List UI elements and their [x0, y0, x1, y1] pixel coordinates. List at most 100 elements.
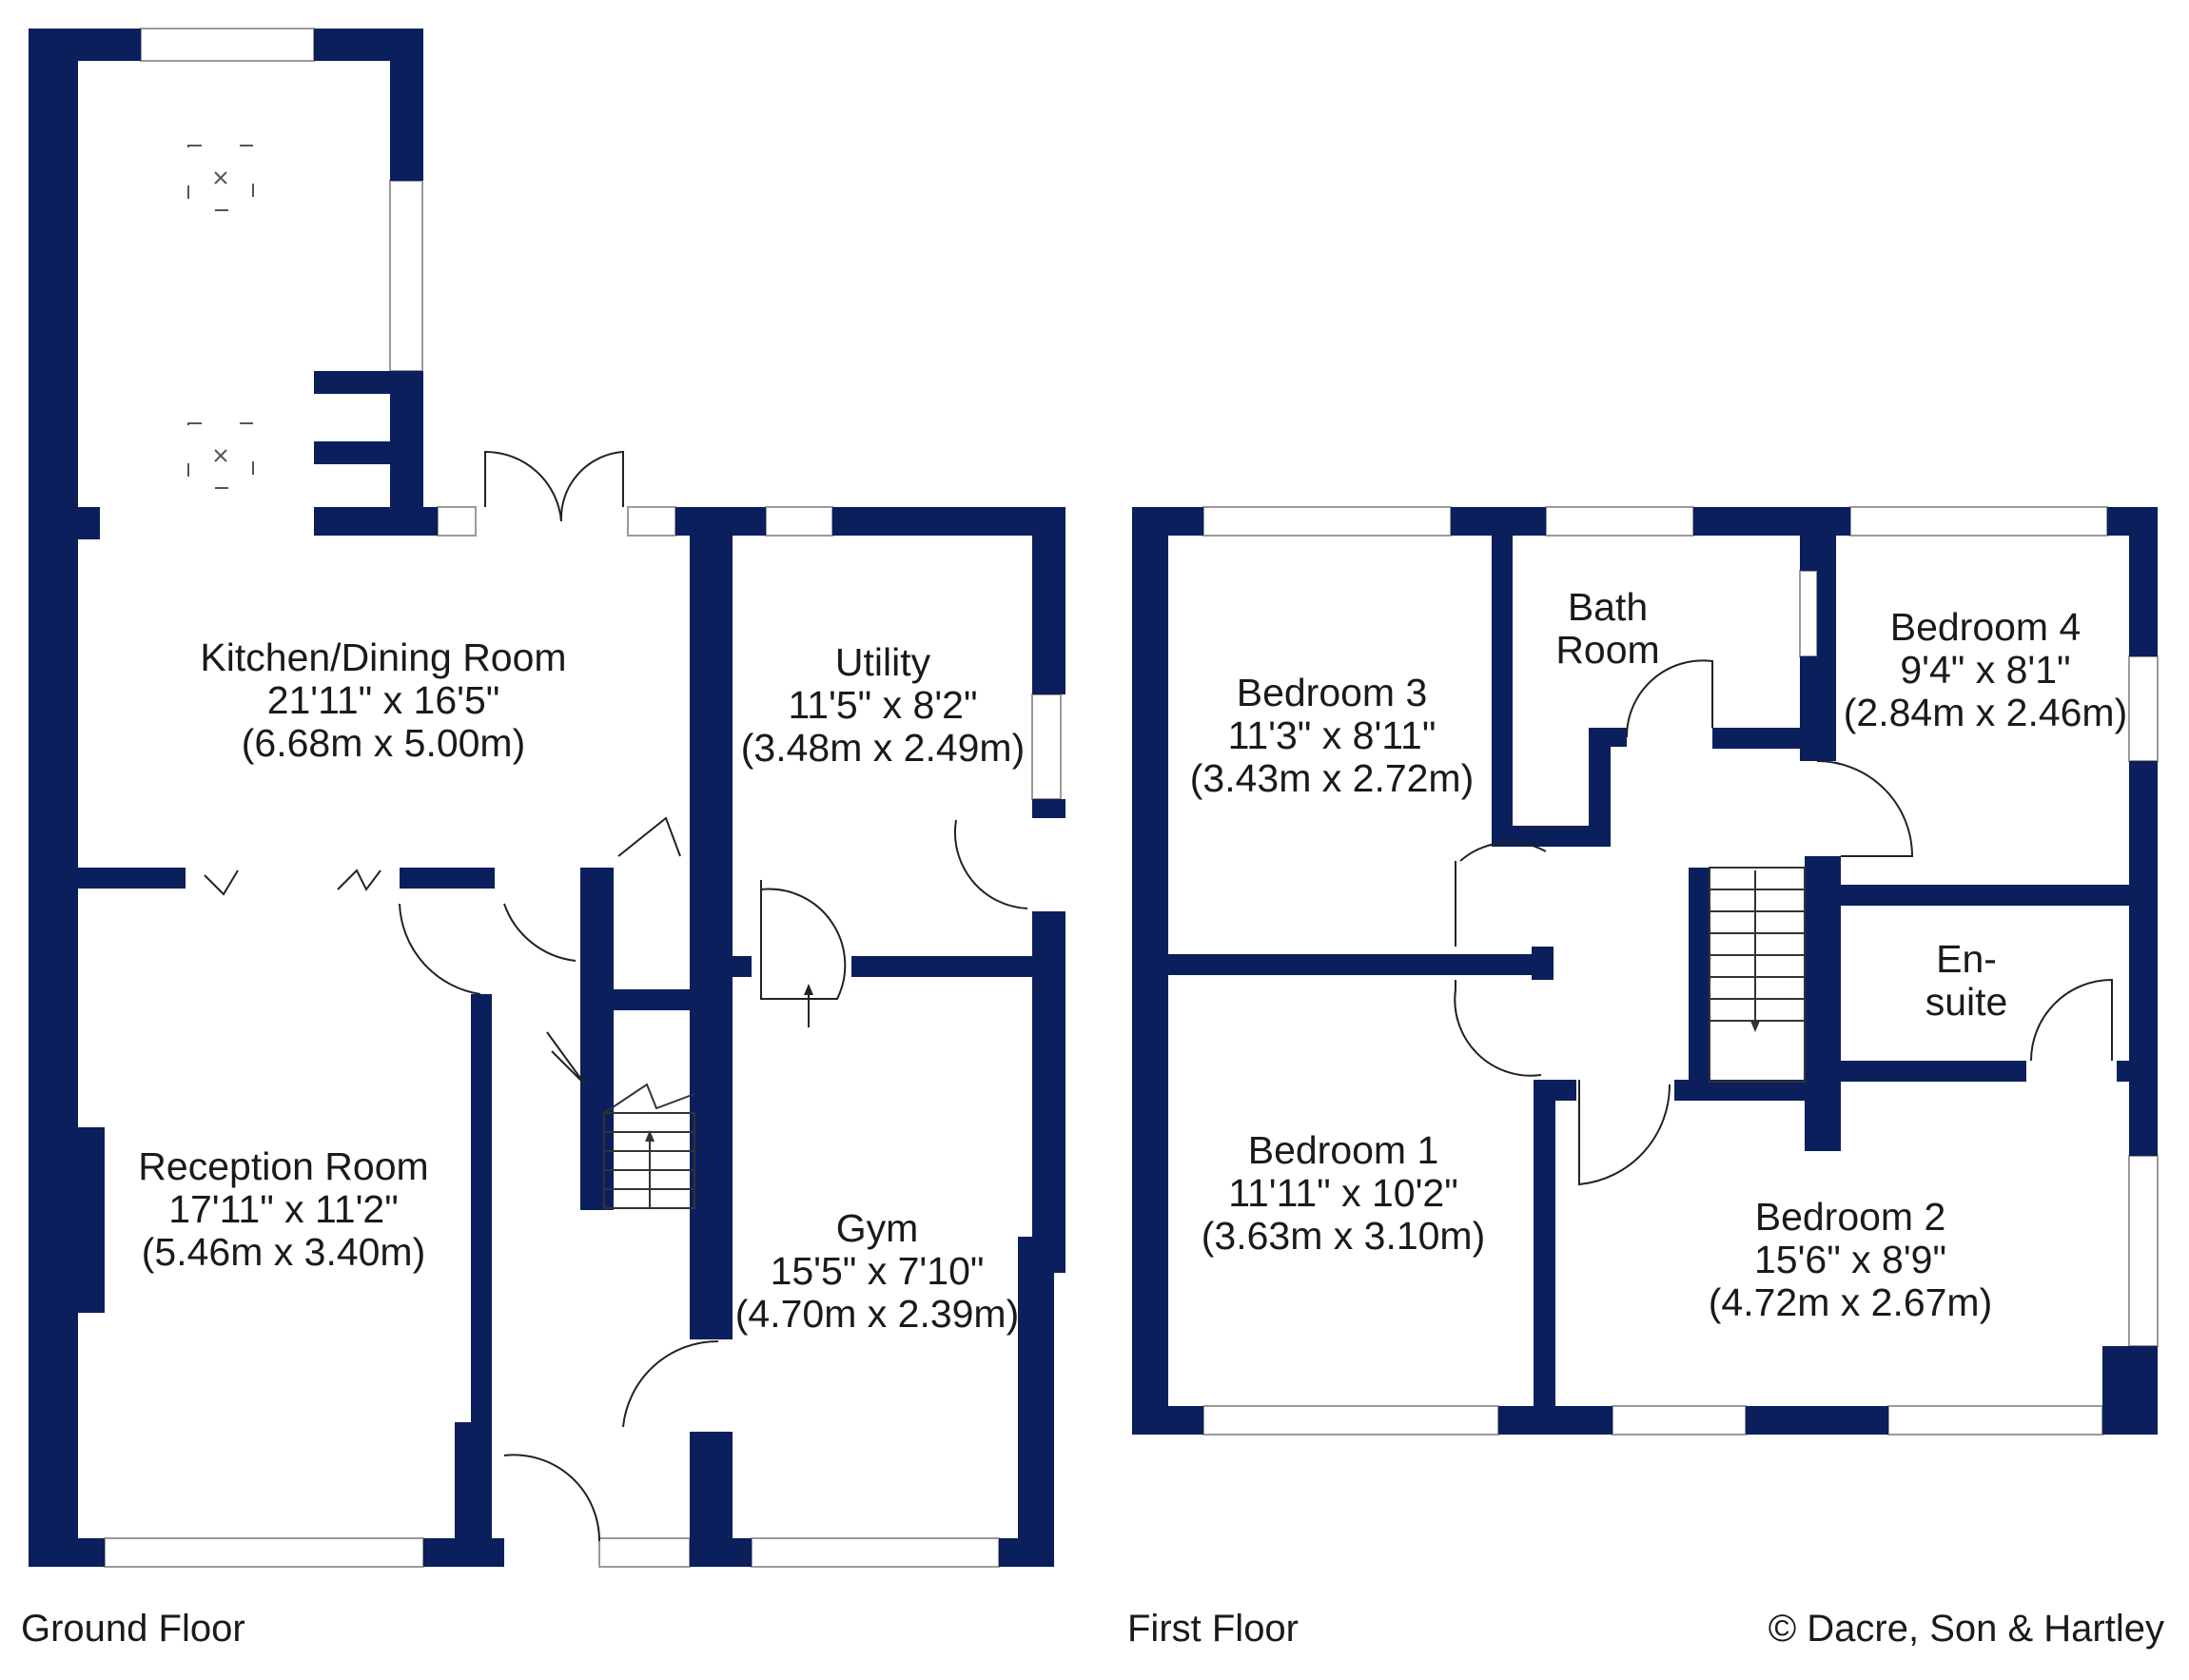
wall — [390, 371, 423, 507]
wall — [580, 989, 733, 1010]
room-name-line2: Room — [1555, 628, 1659, 672]
wall — [999, 1538, 1054, 1567]
first-floor-stairs — [1709, 867, 1806, 1083]
wall — [2129, 761, 2158, 1156]
window — [1849, 506, 2108, 537]
room-size-metric: (3.43m x 2.72m) — [1190, 756, 1475, 800]
wall — [2129, 507, 2158, 656]
window — [1545, 506, 1694, 537]
wall — [1534, 1080, 1576, 1101]
ground-floor-plan — [29, 28, 1065, 1568]
door-swing — [1454, 659, 2113, 1186]
copyright-caption: © Dacre, Son & Hartley — [1769, 1608, 2164, 1650]
room-name: Kitchen/Dining Room — [200, 635, 566, 679]
wall — [29, 1538, 105, 1567]
wall — [2102, 1346, 2158, 1435]
wall — [851, 956, 1061, 977]
chimney-breast — [67, 1127, 105, 1313]
wall — [1534, 1080, 1555, 1406]
door-swing — [204, 450, 1028, 1542]
room-label-bedroom4: Bedroom 4 9'4" x 8'1" (2.84m x 2.46m) — [1844, 605, 2128, 734]
room-label-bedroom1: Bedroom 1 11'11" x 10'2" (3.63m x 3.10m) — [1202, 1128, 1486, 1258]
wall — [400, 868, 495, 889]
window — [1202, 1405, 1499, 1436]
wall — [314, 371, 390, 394]
wall — [1032, 507, 1065, 694]
room-name: Reception Room — [138, 1144, 428, 1188]
wall — [1841, 885, 2129, 906]
room-size-metric: (4.70m x 2.39m) — [735, 1292, 1020, 1336]
room-label-gym: Gym 15'5" x 7'10" (4.70m x 2.39m) — [735, 1206, 1020, 1336]
roof-light — [187, 422, 254, 489]
room-label-reception: Reception Room 17'11" x 11'2" (5.46m x 3… — [138, 1144, 428, 1274]
room-label-bathroom: Bath Room — [1555, 585, 1659, 672]
room-label-kitchen: Kitchen/Dining Room 21'11" x 16'5" (6.68… — [200, 635, 566, 765]
wall — [29, 507, 100, 539]
wall — [1132, 1406, 1203, 1435]
kitchen-window — [140, 28, 315, 62]
window — [1202, 506, 1452, 537]
wall — [1018, 1237, 1054, 1567]
kitchen-side-window — [389, 180, 423, 372]
wall — [1498, 1406, 1612, 1435]
wall — [1589, 728, 1627, 747]
wall — [690, 507, 733, 1339]
wall — [1746, 1406, 1888, 1435]
room-size-imperial: 21'11" x 16'5" — [267, 678, 500, 722]
wall — [67, 868, 186, 889]
wall — [1689, 868, 1710, 1082]
window — [1799, 570, 1818, 657]
room-size-metric: (2.84m x 2.46m) — [1844, 691, 2128, 734]
wall — [1841, 1061, 2026, 1082]
room-name-line1: Bath — [1568, 585, 1648, 629]
wall — [1532, 947, 1554, 980]
wall — [1817, 536, 1836, 761]
room-label-utility: Utility 11'5" x 8'2" (3.48m x 2.49m) — [741, 640, 1026, 770]
wall — [29, 29, 78, 1567]
wall — [832, 507, 1065, 536]
wall — [314, 507, 438, 536]
wall — [580, 868, 614, 1210]
wall — [1132, 507, 1168, 1435]
room-name: Bedroom 2 — [1755, 1195, 1946, 1239]
room-size-imperial: 11'5" x 8'2" — [788, 683, 977, 727]
room-label-bedroom2: Bedroom 2 15'6" x 8'9" (4.72m x 2.67m) — [1709, 1195, 1993, 1324]
wall — [2117, 1061, 2129, 1082]
room-label-ensuite: En- suite — [1925, 937, 2008, 1024]
wall — [1674, 1080, 1841, 1101]
wall — [455, 1422, 488, 1546]
wall — [1032, 799, 1065, 818]
wall — [1492, 826, 1611, 847]
utility-window — [765, 506, 833, 537]
room-name: Bedroom 4 — [1890, 605, 2082, 649]
wall — [1018, 1237, 1054, 1284]
room-name-line1: En- — [1936, 937, 1997, 981]
ground-stairs — [603, 1083, 695, 1209]
window — [2128, 1155, 2159, 1347]
wall — [690, 1432, 733, 1567]
room-size-metric: (4.72m x 2.67m) — [1709, 1280, 1993, 1324]
first-floor-plan — [1132, 506, 2159, 1436]
wall — [1693, 507, 1850, 536]
wall — [1589, 728, 1611, 847]
room-size-metric: (5.46m x 3.40m) — [142, 1230, 426, 1274]
room-size-imperial: 17'11" x 11'2" — [168, 1187, 399, 1231]
wall — [1451, 507, 1546, 536]
wall — [1712, 728, 1817, 749]
wall — [733, 956, 752, 977]
reception-window — [104, 1537, 424, 1568]
wall — [314, 441, 390, 464]
ground-floor-caption: Ground Floor — [21, 1608, 245, 1650]
wall — [1800, 656, 1817, 761]
room-size-imperial: 15'6" x 8'9" — [1754, 1238, 1946, 1281]
wall — [1805, 856, 1841, 1151]
window — [1612, 1405, 1747, 1436]
first-floor-caption: First Floor — [1127, 1608, 1299, 1650]
room-name: Gym — [836, 1206, 919, 1250]
wall — [1168, 954, 1554, 975]
window — [2128, 655, 2159, 762]
roof-light — [187, 145, 254, 211]
wall — [471, 994, 492, 1546]
utility-side-window — [1031, 693, 1062, 800]
